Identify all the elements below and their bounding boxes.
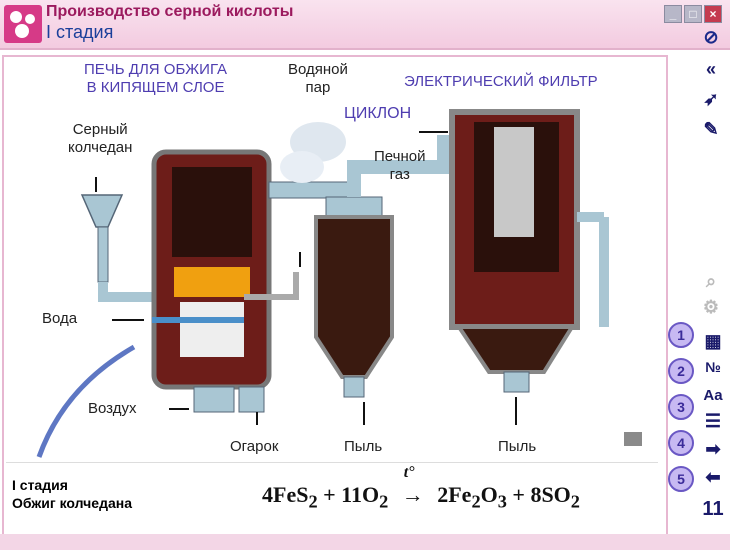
reaction-equation: 4FeS2 + 11O2 t°→ 2Fe2O3 + 8SO2 <box>262 464 580 512</box>
cinder-label: Огарок <box>230 438 279 455</box>
window-subtitle: I стадия <box>46 22 114 42</box>
no-sound-icon[interactable]: ⊘ <box>703 26 719 47</box>
air-label: Воздух <box>88 400 137 417</box>
cyclone-label: ЦИКЛОН <box>344 105 412 122</box>
steam-label-line2: пар <box>305 79 331 96</box>
eq-o3: O <box>480 482 498 507</box>
water-label: Вода <box>42 310 78 327</box>
text-icon[interactable]: Aa <box>703 386 723 404</box>
furnace-title-line1: ПЕЧЬ ДЛЯ ОБЖИГА <box>84 61 228 78</box>
eq-sub-2: 2 <box>379 491 389 512</box>
nav-button-5[interactable]: 5 <box>668 466 694 492</box>
minimize-button[interactable]: _ <box>664 5 682 23</box>
list-icon[interactable]: ☰ <box>704 410 722 431</box>
bottom-strip <box>0 534 730 550</box>
steam-label: Водяной пар <box>288 61 348 97</box>
dust-label-cyclone: Пыль <box>344 438 383 455</box>
page-number: 11 <box>702 497 724 520</box>
eq-o2: + 11O <box>317 482 380 507</box>
eq-fe2: 2Fe <box>437 482 472 507</box>
furnace-gas-label-line2: газ <box>389 166 410 183</box>
window-controls: _ □ × <box>664 5 722 23</box>
eq-so2: + 8SO <box>506 482 571 507</box>
nav-button-4[interactable]: 4 <box>668 430 694 456</box>
next-arrow-icon[interactable]: ➡ <box>705 438 721 459</box>
pencil-icon[interactable]: ✎ <box>703 118 719 139</box>
pyrite-label: Серный колчедан <box>68 121 132 157</box>
nav-button-2[interactable]: 2 <box>668 358 694 384</box>
temperature-mark: t° <box>403 464 415 481</box>
equation-panel <box>6 462 658 527</box>
window-title: Производство серной кислоты <box>46 3 294 20</box>
gear-icon[interactable]: ⚙ <box>702 296 720 317</box>
content-frame: ПЕЧЬ ДЛЯ ОБЖИГА В КИПЯЩЕМ СЛОЕ Водяной п… <box>2 55 668 537</box>
number-icon[interactable]: № <box>705 359 721 375</box>
eq-sub-3: 2 <box>471 491 481 512</box>
table-icon[interactable]: ▦ <box>704 330 722 351</box>
eq-fes: 4FeS <box>262 482 309 507</box>
dust-label-filter: Пыль <box>498 438 537 455</box>
nav-button-1[interactable]: 1 <box>668 322 694 348</box>
title-bar: Производство серной кислоты I стадия _ □… <box>0 0 730 50</box>
furnace-title: ПЕЧЬ ДЛЯ ОБЖИГА В КИПЯЩЕМ СЛОЕ <box>84 61 227 97</box>
app-logo-icon <box>4 5 42 43</box>
stage-description: Обжиг колчедана <box>12 495 133 511</box>
furnace-gas-label-line1: Печной <box>374 148 426 165</box>
zoom-icon[interactable]: ⌕ <box>705 270 717 291</box>
pyrite-label-line1: Серный <box>72 121 128 138</box>
stage-text: I стадия Обжиг колчедана <box>12 476 132 512</box>
eq-sub-5: 2 <box>570 491 580 512</box>
rewind-icon[interactable]: « <box>705 58 716 79</box>
eq-sub-4: 3 <box>497 491 507 512</box>
eq-sub-1: 2 <box>308 491 318 512</box>
reaction-arrow: t°→ <box>401 464 424 507</box>
prev-arrow-icon[interactable]: ⬅ <box>705 466 721 487</box>
nav-button-3[interactable]: 3 <box>668 394 694 420</box>
close-button[interactable]: × <box>704 5 722 23</box>
stage-title: I стадия <box>12 477 68 493</box>
furnace-title-line2: В КИПЯЩЕМ СЛОЕ <box>86 79 225 96</box>
furnace-gas-label: Печной газ <box>374 148 425 184</box>
dust-icon <box>624 432 642 446</box>
steam-label-line1: Водяной <box>288 61 348 78</box>
maximize-button[interactable]: □ <box>684 5 702 23</box>
pyrite-label-line2: колчедан <box>68 139 133 156</box>
pointer-icon[interactable]: ➶ <box>703 88 719 109</box>
filter-label: ЭЛЕКТРИЧЕСКИЙ ФИЛЬТР <box>404 73 598 90</box>
process-diagram <box>36 109 642 458</box>
